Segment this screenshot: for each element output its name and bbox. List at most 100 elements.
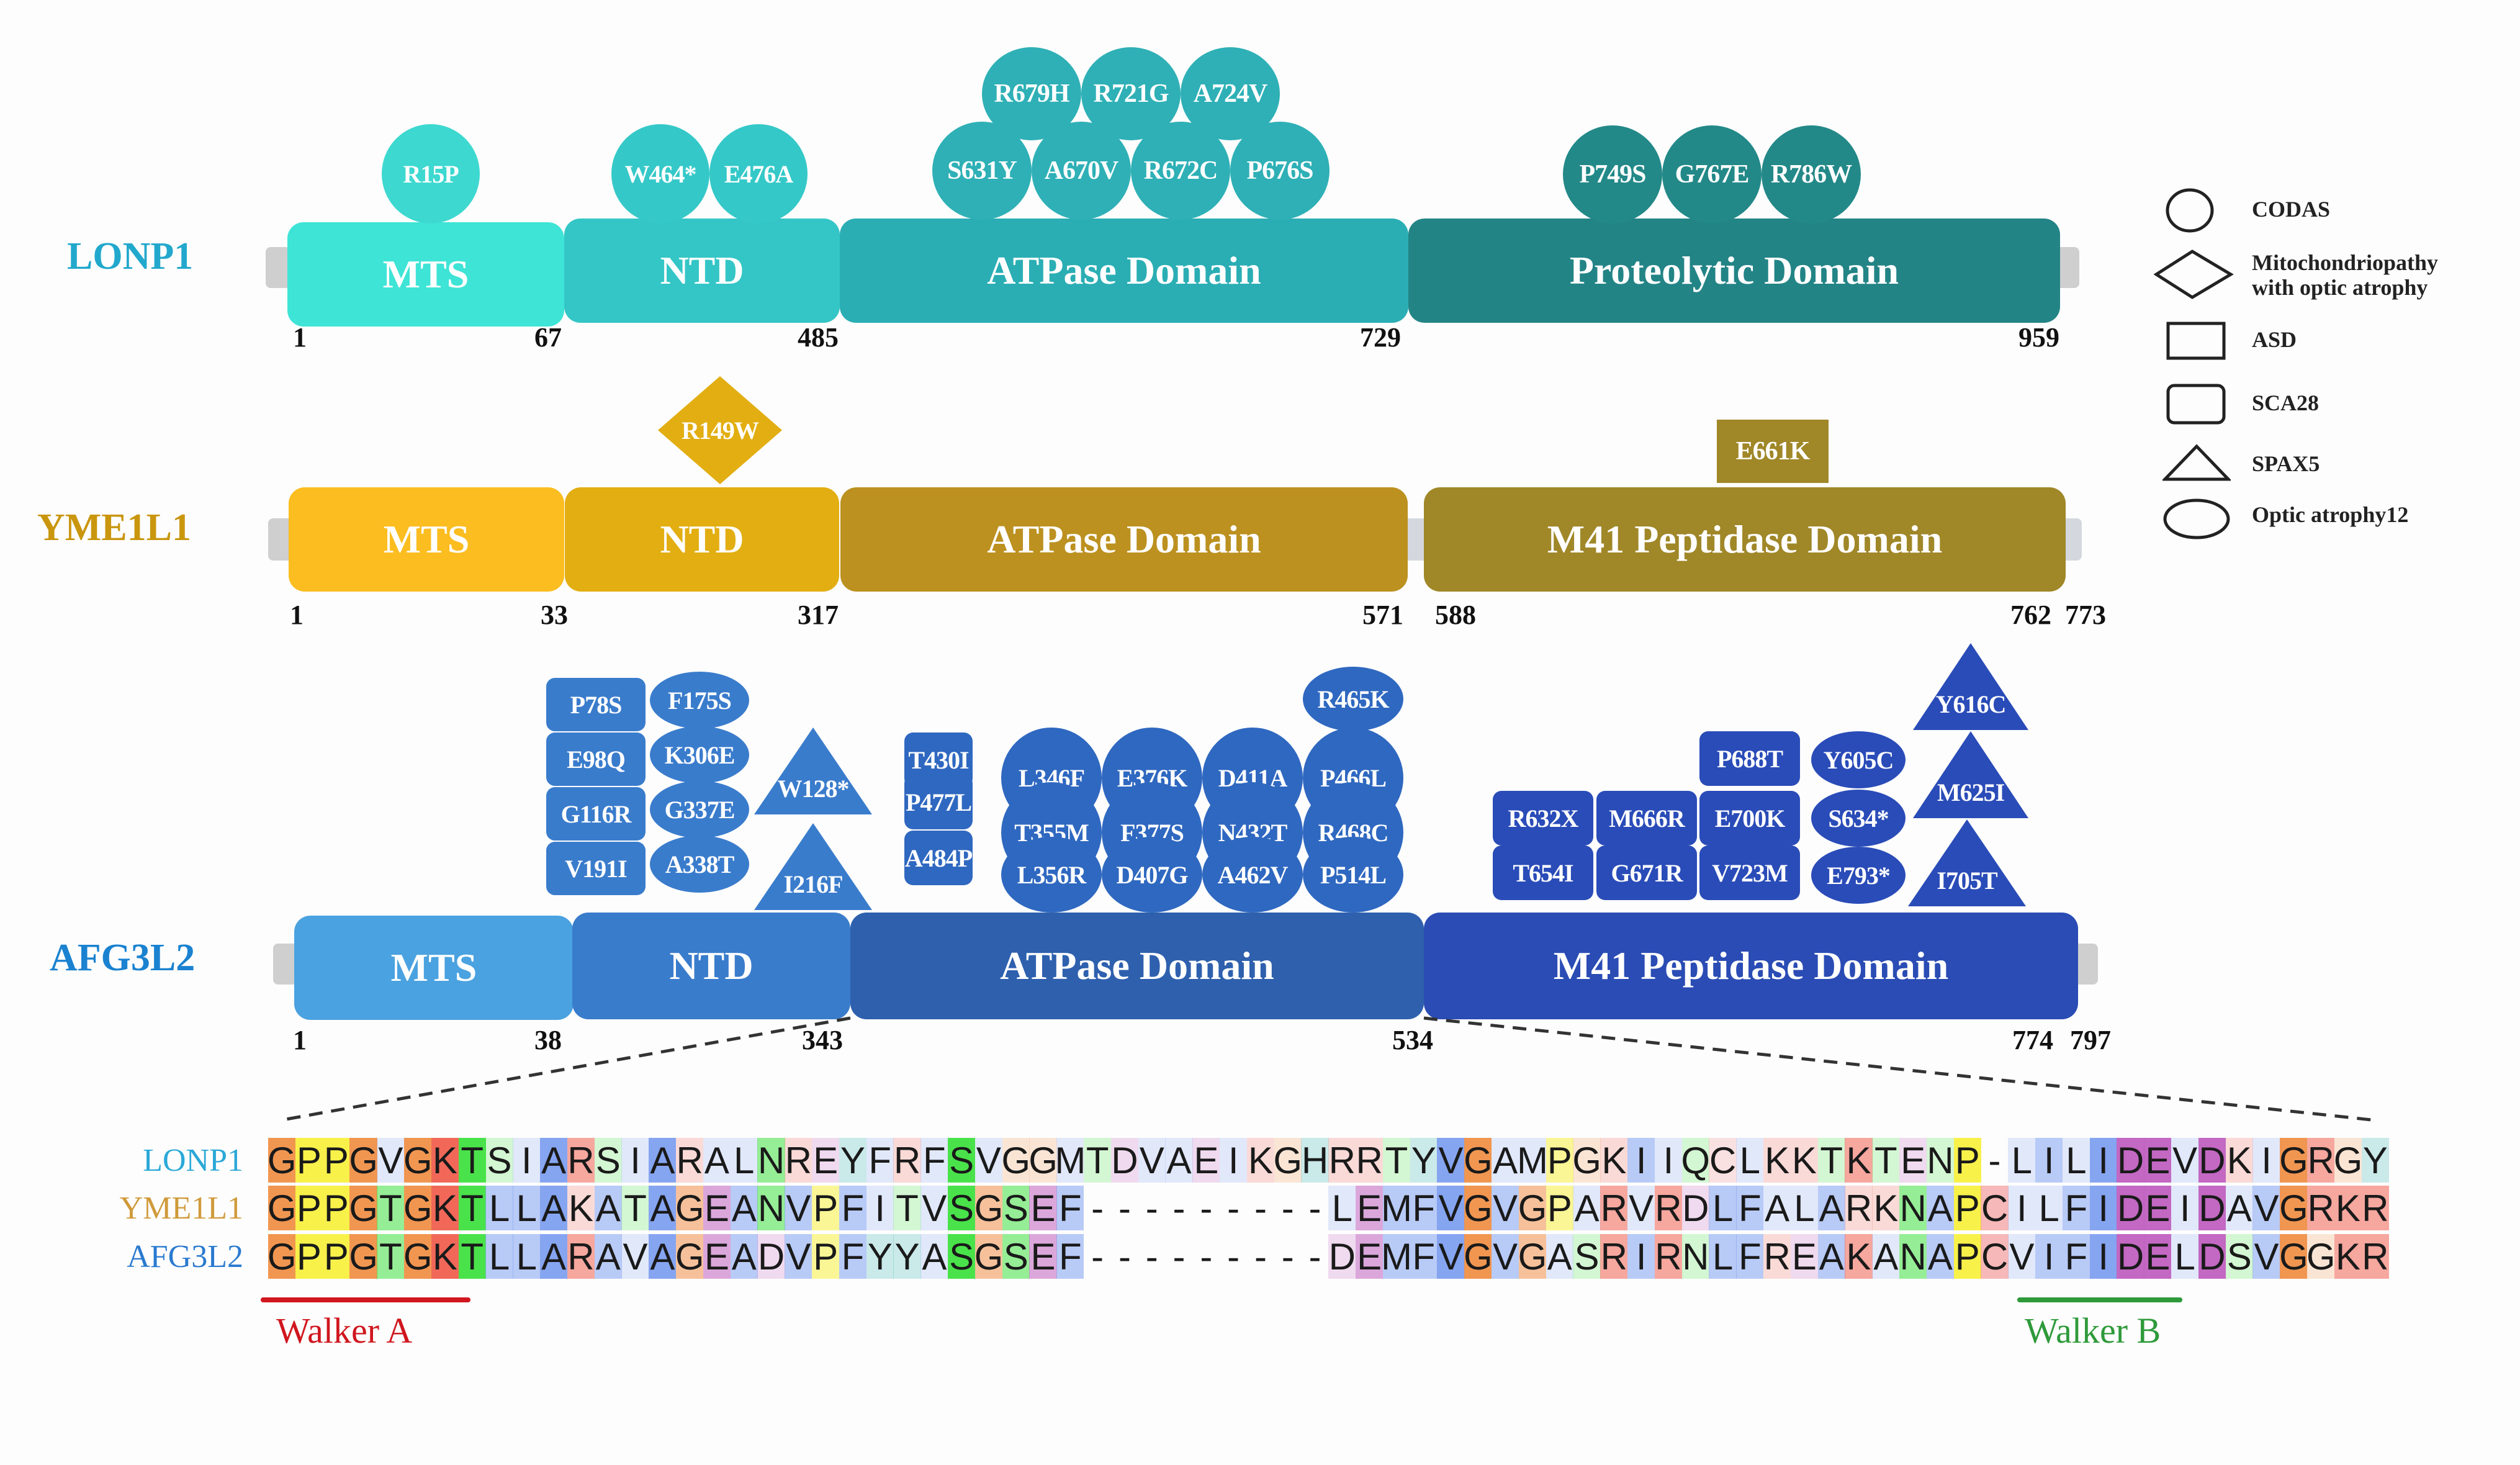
mutation-e661k: E661K: [1717, 420, 1829, 483]
residue: E: [1192, 1138, 1220, 1183]
residue: L: [1328, 1186, 1356, 1230]
yme1l1-domain-ntd: NTD: [565, 487, 839, 592]
legend-triangle-icon: [2162, 444, 2231, 481]
residue: K: [2334, 1234, 2362, 1279]
residue: I: [2089, 1234, 2117, 1279]
mutation-w464x: W464*: [611, 124, 709, 223]
residue: G: [1273, 1138, 1302, 1183]
mutation-k306e: K306E: [650, 726, 749, 783]
residue: I: [2008, 1186, 2036, 1230]
mutation-g671r: G671R: [1596, 845, 1697, 900]
residue: V: [2252, 1186, 2280, 1230]
residue: A: [1573, 1186, 1601, 1230]
residue: T: [621, 1186, 649, 1230]
residue: T: [377, 1234, 405, 1279]
residue: S: [594, 1138, 622, 1183]
residue: K: [1790, 1138, 1819, 1183]
mutation-l356r: L356R: [1001, 837, 1102, 913]
lonp1-pos-729: 729: [1360, 322, 1401, 353]
residue: Y: [839, 1138, 867, 1183]
residue: E: [1029, 1186, 1057, 1230]
residue: R: [1356, 1138, 1384, 1183]
legend-circle-icon: [2166, 188, 2214, 233]
residue: I: [1654, 1138, 1683, 1183]
residue: I: [2171, 1186, 2199, 1230]
residue: R: [676, 1138, 704, 1183]
mutation-a484p: A484P: [904, 831, 973, 885]
residue: V: [1437, 1234, 1465, 1279]
residue: G: [974, 1186, 1003, 1230]
residue: R: [2361, 1234, 2389, 1279]
legend-diamond-icon: [2154, 250, 2234, 299]
residue: A: [1492, 1138, 1519, 1183]
residue: D: [2117, 1234, 2144, 1279]
legend-label-optic-atrophy12: Optic atrophy12: [2252, 502, 2409, 527]
residue: R: [567, 1234, 595, 1279]
residue: A: [1926, 1234, 1955, 1279]
residue: P: [295, 1138, 323, 1183]
residue: K: [1600, 1138, 1628, 1183]
residue: G: [2334, 1138, 2362, 1183]
residue: F: [1736, 1186, 1764, 1230]
residue: P: [295, 1234, 323, 1279]
residue: G: [974, 1234, 1003, 1279]
residue: D: [2198, 1186, 2226, 1230]
residue: G: [675, 1186, 704, 1230]
residue: R: [1600, 1234, 1628, 1279]
triangle-shape: [754, 728, 872, 814]
residue: L: [2062, 1138, 2090, 1183]
residue: K: [1763, 1138, 1791, 1183]
yme1l1-pos-571: 571: [1362, 600, 1403, 630]
mutation-g767e: G767E: [1662, 125, 1762, 223]
mutation-e700k: E700K: [1699, 791, 1800, 845]
residue: K: [1845, 1138, 1873, 1183]
yme1l1-domain-atpase: ATPase Domain: [840, 487, 1408, 592]
residue: L: [485, 1234, 513, 1279]
afg3l2-pos-343: 343: [802, 1025, 843, 1055]
residue: F: [839, 1234, 867, 1279]
residue: P: [322, 1186, 350, 1230]
residue: -: [1118, 1235, 1131, 1278]
mutation-label: Y616C: [1935, 690, 2007, 718]
mutation-p514l: P514L: [1303, 837, 1403, 913]
residue: P: [812, 1186, 840, 1230]
residue: P: [1953, 1186, 1981, 1230]
residue: L: [2171, 1234, 2199, 1279]
yme1l1-pos-317: 317: [798, 600, 839, 630]
residue: -: [1200, 1235, 1213, 1278]
residue: R: [1328, 1138, 1356, 1183]
residue: A: [703, 1138, 731, 1183]
mutation-m666r: M666R: [1596, 791, 1697, 845]
mutation-label: W128*: [777, 774, 850, 803]
residue: T: [377, 1186, 405, 1230]
residue: A: [1165, 1138, 1193, 1183]
residue: N: [1681, 1234, 1709, 1279]
residue: A: [594, 1234, 622, 1279]
residue: I: [621, 1138, 649, 1183]
residue: K: [2334, 1186, 2362, 1230]
residue: A: [594, 1186, 622, 1230]
mutation-v191i: V191I: [546, 842, 646, 895]
residue: K: [431, 1186, 459, 1230]
mutation-w128x: W128*: [754, 728, 872, 814]
residue: -: [1308, 1235, 1321, 1278]
residue: -: [1091, 1187, 1104, 1229]
residue: A: [2225, 1186, 2253, 1230]
triangle-shape: [754, 823, 872, 910]
afg3l2-domain-atpase: ATPase Domain: [850, 913, 1424, 1019]
mutation-a338t: A338T: [650, 836, 749, 893]
residue: -: [1227, 1235, 1240, 1278]
mutation-e476a: E476A: [709, 124, 808, 223]
residue: -: [1145, 1235, 1158, 1278]
residue: A: [649, 1138, 677, 1183]
yme1l1-domain-m41-peptidase: M41 Peptidase Domain: [1424, 487, 2066, 592]
residue: E: [2144, 1138, 2172, 1183]
alignment-name-lonp1: LONP1: [143, 1143, 243, 1178]
residue: P: [1546, 1186, 1573, 1230]
residue: L: [485, 1186, 513, 1230]
residue: D: [1110, 1138, 1139, 1183]
mutation-s631y: S631Y: [932, 122, 1032, 220]
residue: T: [1872, 1138, 1900, 1183]
residue: G: [403, 1186, 432, 1230]
residue: N: [757, 1186, 785, 1230]
